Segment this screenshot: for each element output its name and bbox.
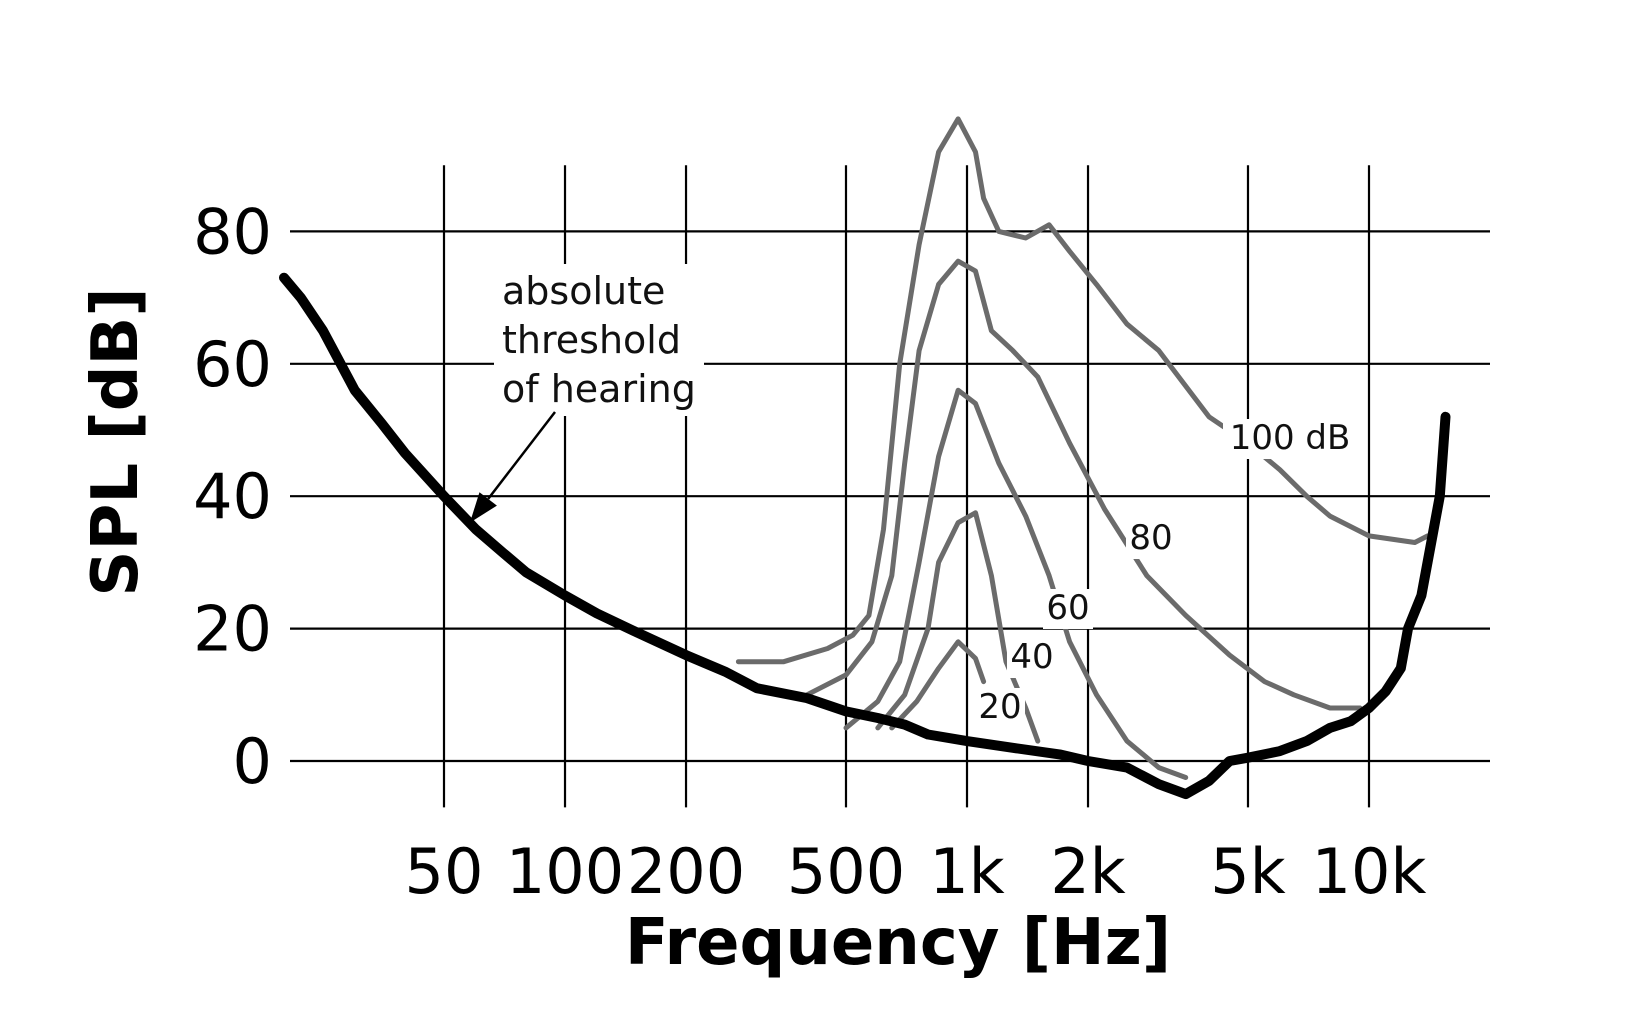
y-tick-label: 20 <box>193 593 272 666</box>
x-tick-label: 500 <box>787 835 905 908</box>
curve-100-db <box>735 116 1431 665</box>
annotation-arrow-head <box>469 492 497 523</box>
x-axis-label: Frequency [Hz] <box>625 906 1171 980</box>
annotation-arrow-shaft <box>487 411 556 500</box>
curve-label-bg <box>1223 419 1357 459</box>
y-tick-label: 80 <box>193 195 272 268</box>
curve-label: 60 <box>1046 588 1089 628</box>
curve-label-bg <box>1007 638 1057 678</box>
curve-label: 80 <box>1129 518 1172 558</box>
curve-labels: 20 40 60 80 100 dB <box>975 418 1357 728</box>
x-tick-label: 50 <box>405 835 484 908</box>
curve-label-bg <box>1043 589 1093 629</box>
y-tick-label: 0 <box>233 725 272 798</box>
x-tick-label: 1k <box>929 835 1004 908</box>
x-tick-label: 2k <box>1050 835 1125 908</box>
y-tick-labels: 0 20 40 60 80 <box>193 195 272 798</box>
curve-label: 20 <box>978 687 1021 727</box>
curve-60 <box>843 387 1189 780</box>
annotation-bg <box>494 264 704 416</box>
x-tick-label: 5k <box>1210 835 1285 908</box>
curve-label-bg <box>975 688 1025 728</box>
annotation-line: threshold <box>502 318 681 362</box>
loudness-curves <box>735 116 1431 780</box>
curve-80 <box>804 258 1363 711</box>
curve-20 <box>889 639 987 731</box>
annotation-line: absolute <box>502 269 665 313</box>
y-tick-label: 40 <box>193 460 272 533</box>
threshold-annotation: absolute threshold of hearing <box>469 264 704 523</box>
curve-label-bg <box>1126 519 1176 559</box>
x-tick-label: 100 <box>506 835 624 908</box>
curve-label: 40 <box>1010 637 1053 677</box>
x-tick-label: 10k <box>1312 835 1427 908</box>
curve-40 <box>875 510 1041 744</box>
y-tick-label: 60 <box>193 328 272 401</box>
threshold-line <box>279 272 1451 800</box>
threshold-curve <box>279 272 1451 800</box>
x-tick-label: 200 <box>627 835 745 908</box>
y-axis-label: SPL [dB] <box>79 287 153 596</box>
curve-label: 100 dB <box>1230 418 1351 458</box>
annotation-line: of hearing <box>502 367 696 411</box>
